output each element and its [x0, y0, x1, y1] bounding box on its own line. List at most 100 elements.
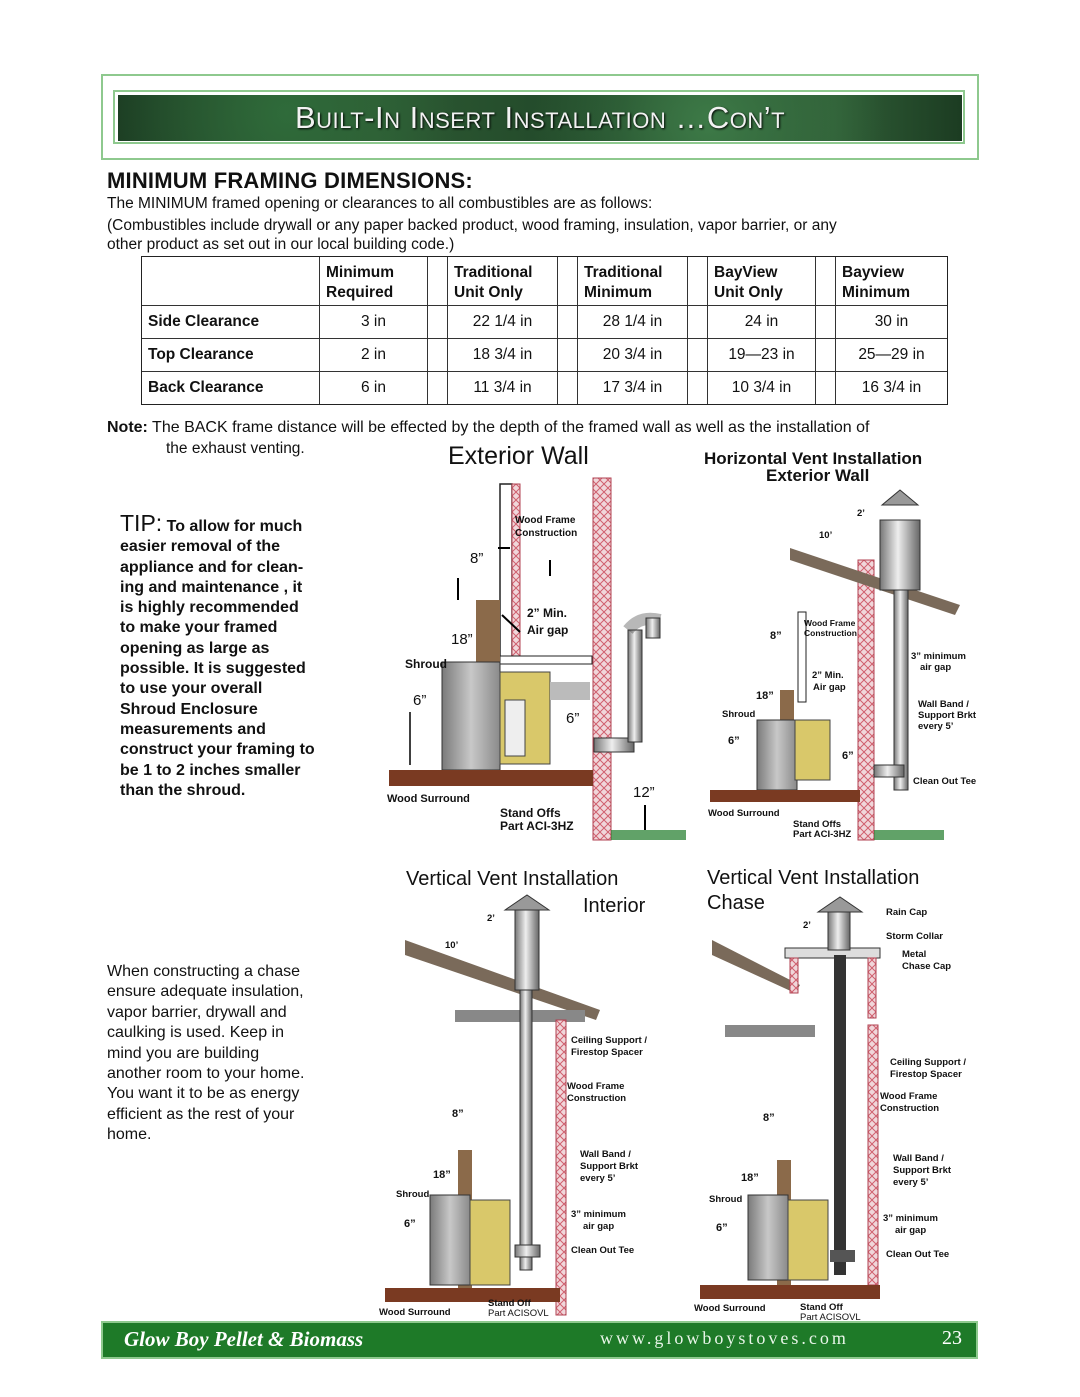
section-title: MINIMUM FRAMING DIMENSIONS:	[107, 168, 473, 193]
firestop-label: Firestop Spacer	[890, 1069, 962, 1080]
construction-label: Construction	[804, 628, 857, 638]
table-cell: 20 3/4 in	[578, 338, 688, 371]
table-cell: 2 in	[320, 338, 428, 371]
table-cell: 24 in	[708, 305, 816, 338]
wood-surround-label: Wood Surround	[694, 1303, 766, 1314]
table-cell: 3 in	[320, 305, 428, 338]
min-label: 3” minimum	[571, 1209, 626, 1220]
air-gap-label: air gap	[583, 1221, 615, 1232]
dimension-label: 6”	[716, 1222, 728, 1234]
banner-background	[118, 95, 962, 141]
vertical-interior-subtitle: Interior	[583, 895, 646, 917]
stand-off-label: Stand Off	[800, 1302, 843, 1313]
exterior-wall-diagram	[389, 477, 686, 841]
stand-offs-label: Stand Offs	[793, 819, 842, 830]
stand-off-label: Stand Off	[488, 1298, 531, 1309]
table-cell: 22 1/4 in	[448, 305, 558, 338]
dimension-label: 18”	[741, 1172, 759, 1184]
table-cell: 11 3/4 in	[448, 371, 558, 404]
air-gap-label: air gap	[895, 1225, 927, 1236]
note-line-2: the exhaust venting.	[166, 440, 305, 457]
shroud-label: Shroud	[396, 1189, 430, 1200]
firestop-label: Firestop Spacer	[571, 1047, 643, 1058]
row-label: Top Clearance	[142, 338, 320, 371]
horizontal-vent-title: Horizontal Vent Installation	[704, 449, 923, 468]
table-cell: 18 3/4 in	[448, 338, 558, 371]
rain-cap-label: Rain Cap	[886, 907, 928, 918]
vertical-chase-diagram	[700, 896, 881, 1299]
dimension-label: 2’	[803, 920, 811, 931]
dimension-label: 6”	[404, 1218, 416, 1230]
table-cell: 10 3/4 in	[708, 371, 816, 404]
row-label: Side Clearance	[142, 305, 320, 338]
construction-label: Construction	[515, 528, 578, 539]
dimension-label: 18”	[756, 690, 774, 702]
air-gap-label: Air gap	[813, 682, 846, 693]
vertical-chase-title: Vertical Vent Installation	[707, 867, 920, 889]
dimension-18-label: 18”	[451, 631, 473, 648]
dimension-6-label: 6”	[413, 692, 427, 709]
stand-offs-label: Stand Offs	[500, 806, 561, 820]
shroud-label: Shroud	[405, 657, 447, 671]
intro-line-3: other product as set out in our local bu…	[107, 236, 455, 253]
part-label: Part ACI-3HZ	[793, 829, 852, 840]
part-label: Part ACISOVL	[800, 1312, 861, 1323]
dimension-label: 18”	[433, 1169, 451, 1181]
ceiling-support-label: Ceiling Support /	[571, 1035, 647, 1046]
min-label: 2” Min.	[527, 606, 568, 620]
clean-out-label: Clean Out Tee	[571, 1245, 635, 1256]
support-label: Support Brkt	[580, 1161, 639, 1172]
wood-frame-label: Wood Frame	[880, 1091, 938, 1102]
dimension-label: 10’	[445, 940, 459, 951]
construction-label: Construction	[567, 1093, 627, 1104]
wood-surround-label: Wood Surround	[387, 793, 470, 805]
min-label: 3” minimum	[911, 651, 966, 662]
intro-line-1: The MINIMUM framed opening or clearances…	[107, 195, 653, 212]
table-cell: 16 3/4 in	[836, 371, 947, 404]
vertical-chase-subtitle: Chase	[707, 892, 765, 914]
min-label: 2” Min.	[812, 670, 844, 681]
vertical-interior-diagram	[385, 894, 600, 1316]
dimension-label: 8”	[763, 1112, 775, 1124]
min-label: 3” minimum	[883, 1213, 938, 1224]
clean-out-label: Clean Out Tee	[913, 776, 977, 787]
banner-inner-border	[113, 90, 965, 144]
footer-url[interactable]: www.glowboystoves.com	[600, 1328, 849, 1348]
table-cell: 28 1/4 in	[578, 305, 688, 338]
wall-band-label: Wall Band /	[580, 1149, 631, 1160]
dimension-label: 2’	[857, 508, 865, 519]
chase-cap-label: Chase Cap	[902, 961, 952, 972]
banner-title: Built-In Insert Installation …Con’t	[294, 100, 786, 135]
dimension-8-label: 8”	[470, 550, 484, 567]
wood-frame-label: Wood Frame	[515, 515, 576, 526]
table-cell: 19—23 in	[708, 338, 816, 371]
horizontal-vent-subtitle: Exterior Wall	[766, 466, 870, 485]
construction-label: Construction	[880, 1103, 940, 1114]
wood-surround-label: Wood Surround	[379, 1307, 451, 1318]
dimension-label: 8”	[452, 1108, 464, 1120]
dimension-label: 8”	[770, 630, 782, 642]
chase-note: When constructing a chase ensure adequat…	[107, 963, 305, 1144]
air-gap-label: air gap	[920, 662, 952, 673]
table-row: Side Clearance 3 in 22 1/4 in 28 1/4 in …	[142, 305, 947, 338]
metal-label: Metal	[902, 949, 927, 960]
table-row: Back Clearance 6 in 11 3/4 in 17 3/4 in …	[142, 371, 947, 404]
support-label: Support Brkt	[918, 710, 977, 721]
support-label: Support Brkt	[893, 1165, 952, 1176]
dimension-label: 10’	[819, 530, 833, 541]
dimension-label: 2’	[487, 913, 495, 924]
table-cell: 17 3/4 in	[578, 371, 688, 404]
shroud-label: Shroud	[709, 1194, 743, 1205]
storm-collar-label: Storm Collar	[886, 931, 944, 942]
air-gap-label: Air gap	[527, 623, 569, 637]
table-cell: 6 in	[320, 371, 428, 404]
tip-block: TIP: To allow for much easier removal of…	[120, 510, 315, 799]
dimension-6-label: 6”	[566, 710, 580, 727]
